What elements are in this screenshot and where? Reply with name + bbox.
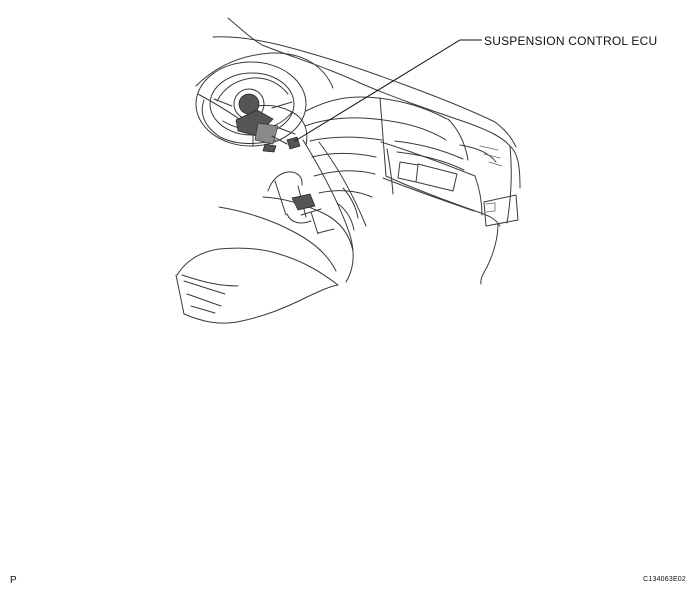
ecu-leader-line [294,39,482,142]
ecu-marker [286,39,482,150]
glove-box [380,141,483,216]
suspension-control-ecu-label: SUSPENSION CONTROL ECU [484,34,658,48]
page-marker: P [10,575,17,586]
figure-code: C134063E02 [643,576,686,583]
center-console [175,139,367,324]
dashboard-outline [195,17,521,285]
steering-wheel [195,61,307,153]
